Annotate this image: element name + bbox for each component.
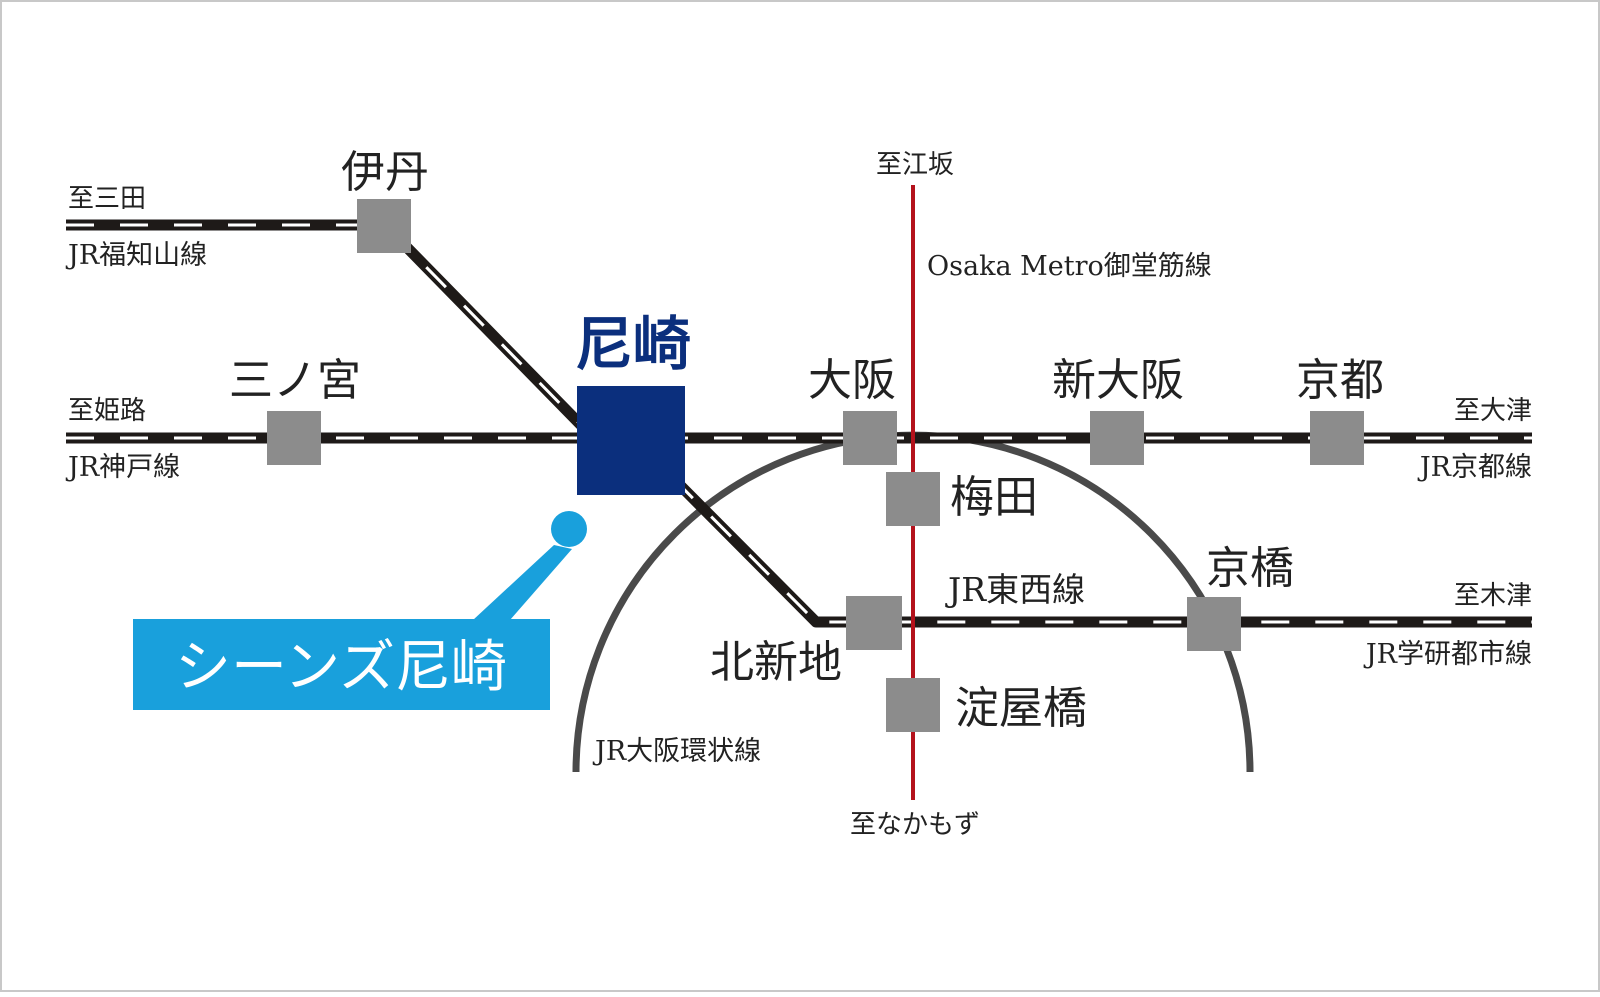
station-label-yodoyabashi: 淀屋橋 bbox=[955, 683, 1087, 734]
line-label-kyoto: JR京都線 bbox=[1417, 452, 1532, 483]
direction-to-esaka: 至江坂 bbox=[876, 150, 954, 180]
property-callout-box bbox=[133, 619, 550, 710]
direction-to-nakamozu: 至なかもず bbox=[850, 810, 980, 840]
line-label-osaka-loop: JR大阪環状線 bbox=[592, 736, 761, 767]
station-marker-kyobashi bbox=[1187, 597, 1241, 651]
station-marker-kyoto bbox=[1310, 411, 1364, 465]
station-marker-umeda bbox=[886, 472, 940, 526]
station-label-itami: 伊丹 bbox=[341, 147, 429, 198]
station-marker-kitashinchi bbox=[846, 596, 902, 650]
line-label-tozai: JR東西線 bbox=[945, 570, 1085, 609]
line-label-gakkentoshi: JR学研都市線 bbox=[1363, 639, 1532, 670]
line-label-fukuchiyama: JR福知山線 bbox=[65, 240, 207, 271]
callout-pointer bbox=[473, 545, 572, 620]
station-label-osaka: 大阪 bbox=[808, 355, 896, 406]
location-pin-icon bbox=[551, 511, 587, 547]
station-marker-sannomiya bbox=[267, 411, 321, 465]
station-label-kitashinchi: 北新地 bbox=[710, 637, 842, 688]
line-label-midosuji: Osaka Metro御堂筋線 bbox=[927, 251, 1212, 282]
direction-to-kizu: 至木津 bbox=[1454, 581, 1532, 611]
station-marker-yodoyabashi bbox=[886, 678, 940, 732]
line-label-kobe: JR神戸線 bbox=[65, 452, 180, 483]
station-label-shin-osaka: 新大阪 bbox=[1052, 355, 1184, 406]
station-label-umeda: 梅田 bbox=[950, 472, 1038, 523]
station-label-kyobashi: 京橋 bbox=[1206, 543, 1294, 594]
jr-tozai-gakkentoshi-line bbox=[631, 436, 1532, 628]
station-label-amagasaki: 尼崎 bbox=[575, 310, 691, 378]
station-marker-amagasaki bbox=[577, 386, 685, 495]
station-marker-osaka bbox=[843, 411, 897, 465]
station-label-sannomiya: 三ノ宮 bbox=[229, 355, 361, 406]
direction-to-himeji: 至姫路 bbox=[68, 396, 146, 426]
station-label-kyoto: 京都 bbox=[1296, 355, 1384, 406]
direction-to-otsu: 至大津 bbox=[1454, 396, 1532, 426]
station-marker-shin-osaka bbox=[1090, 411, 1144, 465]
direction-to-sanda: 至三田 bbox=[68, 184, 146, 214]
property-name: シーンズ尼崎 bbox=[175, 635, 507, 700]
station-marker-itami bbox=[357, 199, 411, 253]
